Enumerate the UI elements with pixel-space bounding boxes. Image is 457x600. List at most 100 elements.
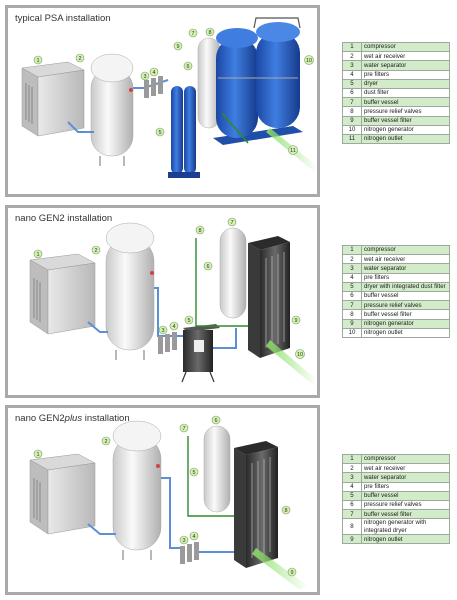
legend-description: compressor [361,244,450,256]
buffer-vessel-illustration [203,425,231,513]
callout-10 [304,55,314,65]
compressor-illustration [21,61,85,137]
legend-number: 10 [342,327,362,338]
callout-8-label: 8 [284,508,287,514]
callout-8 [281,505,291,515]
callout-9 [287,567,297,577]
panel-nano-gen2: 1 2 3 4 5 6 7 8 9 10 nano GEN2 installat… [5,205,320,398]
legend-description: buffer vessel filter [361,509,450,520]
legend-number: 6 [342,499,362,511]
callout-10-label: 10 [297,352,303,358]
nitrogen-generator-illustration [213,17,303,145]
callout-2 [101,436,111,446]
callout-1-label: 1 [36,58,39,64]
legend-description: water separator [361,263,450,274]
pre-filters-illustration [180,542,199,564]
nitrogen-generator-illustration [234,441,278,568]
callout-2-label: 2 [104,439,107,445]
pre-filters-illustration [144,76,163,98]
legend-description: buffer vessel filter [361,115,450,126]
callout-5 [189,467,199,477]
legend-number: 3 [342,263,362,274]
legend-description: dust filter [361,87,450,99]
legend-description: pressure relief valves [361,499,450,511]
callout-6-label: 6 [206,264,209,270]
callout-2 [91,245,101,255]
legend-number: 9 [342,115,362,126]
legend-description: buffer vessel [361,490,450,501]
callout-4-label: 4 [172,324,175,330]
nitrogen-generator-illustration [248,236,290,358]
legend-number: 6 [342,290,362,302]
legend-description: pressure relief valves [361,106,450,117]
callout-6 [183,61,193,71]
callout-10 [295,349,305,359]
callout-badges: 1 2 3 4 5 6 7 8 9 [33,415,297,577]
legend-number: 2 [342,51,362,62]
callout-8 [205,27,215,37]
callout-7 [179,423,189,433]
legend-description: wet air receiver [361,463,450,474]
legend-description: dryer [361,78,450,89]
callout-10-label: 10 [306,58,312,64]
legend-description: buffer vessel filter [361,309,450,320]
legend-number: 5 [342,78,362,89]
legend-description: wet air receiver [361,51,450,62]
callout-3-label: 3 [161,328,164,334]
callout-7-label: 7 [191,31,194,37]
legend-description: buffer vessel [361,97,450,108]
callout-8 [195,225,205,235]
callout-3-label: 3 [182,538,185,544]
callout-8-label: 8 [208,30,211,36]
callout-5-label: 5 [158,130,161,136]
legend-number: 2 [342,254,362,265]
legend-number: 7 [342,300,362,311]
callout-5 [155,127,165,137]
legend-number: 7 [342,509,362,520]
callout-4 [189,531,199,541]
callout-9-label: 9 [290,570,293,576]
legend-number: 1 [342,453,362,465]
legend-description: dryer with integrated dust filter [361,281,450,292]
legend-number: 9 [342,318,362,329]
panel-typical-psa: 1 2 3 4 5 6 7 8 9 10 11 typical PSA inst… [5,5,320,197]
air-receiver-illustration [112,420,162,560]
legend-number: 4 [342,272,362,283]
dryer-illustration [181,324,220,383]
callout-1 [33,55,43,65]
legend-number: 5 [342,281,362,292]
legend-number: 6 [342,87,362,99]
callout-3-label: 3 [143,74,146,80]
buffer-vessel-illustration [219,227,247,319]
legend-description: pre filters [361,481,450,492]
legend-description: pressure relief valves [361,300,450,311]
legend-number: 8 [342,518,362,536]
air-receiver-illustration [105,222,155,360]
legend-description: pre filters [361,272,450,283]
panel-title: nano GEN2plus installation [15,413,130,424]
legend-description: nitrogen outlet [361,534,450,545]
legend-number: 3 [342,60,362,71]
legend-number: 7 [342,97,362,108]
legend-number: 8 [342,309,362,320]
callout-3 [179,535,189,545]
psa-installation-illustration: 1 2 3 4 5 6 7 8 9 10 11 [21,17,317,178]
legend-number: 3 [342,472,362,483]
